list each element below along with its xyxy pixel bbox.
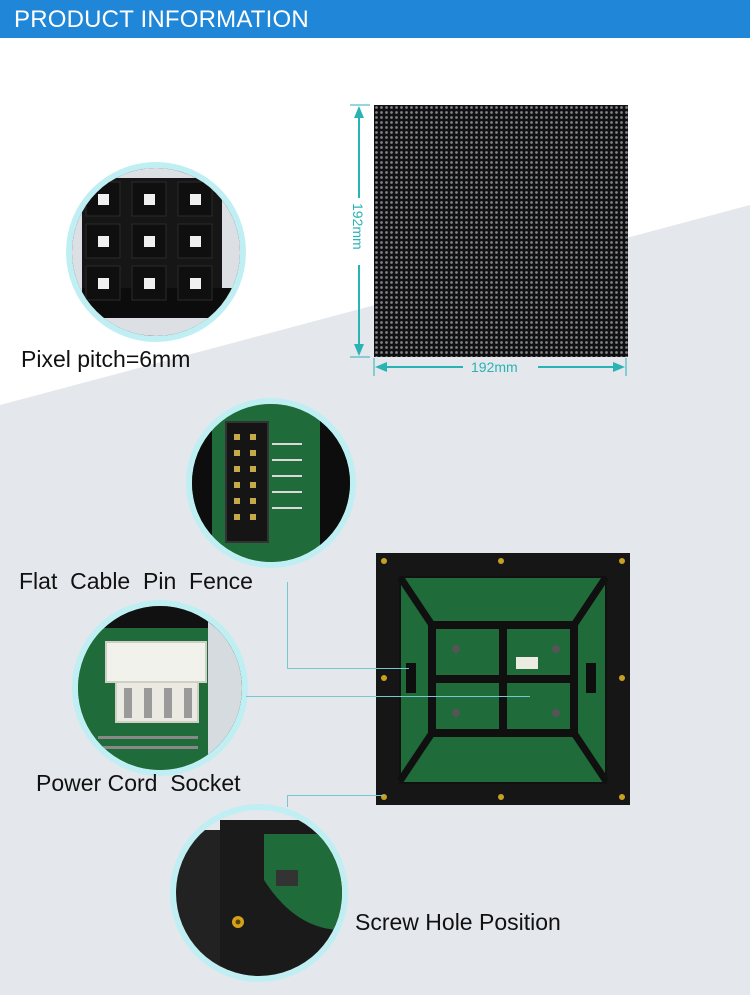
led-module-front — [374, 105, 628, 357]
page-title: PRODUCT INFORMATION — [14, 6, 309, 33]
pixel-pitch-label: Pixel pitch=6mm — [21, 346, 191, 372]
screw-hole-callout-horizontal — [287, 795, 384, 796]
height-dimension-arrow — [350, 104, 370, 358]
width-dimension-label: 192mm — [471, 359, 518, 375]
flat-cable-closeup — [186, 398, 356, 568]
power-socket-closeup — [72, 600, 248, 776]
led-module-back — [376, 553, 630, 805]
power-socket-callout — [246, 696, 530, 697]
height-dimension-label: 192mm — [350, 203, 366, 250]
header-bar: PRODUCT INFORMATION — [0, 0, 750, 38]
width-dimension-arrow — [373, 358, 627, 376]
power-socket-label: Power Cord Socket — [36, 770, 241, 796]
screw-hole-callout-vertical — [287, 795, 288, 807]
pixel-pitch-closeup — [66, 162, 246, 342]
screw-hole-label: Screw Hole Position — [355, 909, 561, 935]
screw-hole-closeup — [170, 804, 348, 982]
flat-cable-callout-vertical — [287, 582, 288, 668]
flat-cable-label: Flat Cable Pin Fence — [19, 568, 253, 594]
flat-cable-callout-horizontal — [287, 668, 409, 669]
